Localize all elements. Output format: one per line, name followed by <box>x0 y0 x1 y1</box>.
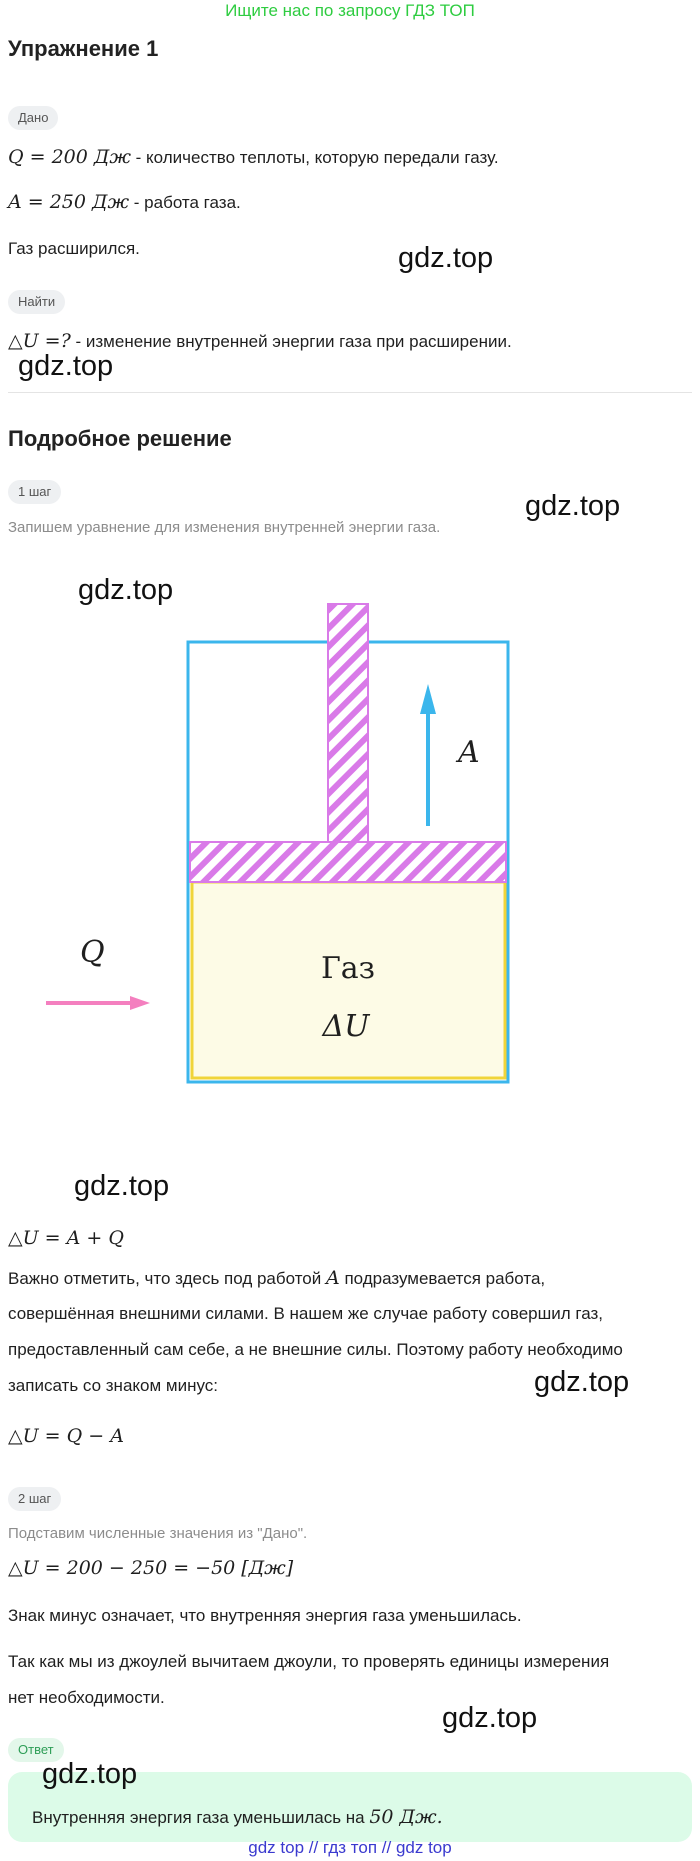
solution-title: Подробное решение <box>8 426 232 451</box>
step2-p1: Знак минус означает, что внутренняя энер… <box>8 1606 522 1625</box>
watermark: gdz.top <box>534 1366 630 1398</box>
search-hint-link[interactable]: Ищите нас по запросу ГДЗ ТОП <box>225 1 475 20</box>
step1-p2: совершённая внешними силами. В нашем же … <box>8 1304 604 1323</box>
given-line-3: Газ расширился. <box>8 239 140 258</box>
step1-p4: записать со знаком минус: <box>8 1376 219 1395</box>
exercise-title: Упражнение 1 <box>8 36 159 61</box>
gas-region <box>190 880 507 1080</box>
heat-arrow-head <box>130 996 150 1010</box>
find-text: - изменение внутренней энергии газа при … <box>70 332 512 351</box>
given-a-formula: A = 250 Дж <box>8 191 130 213</box>
given-line-1: Q = 200 Дж - количество теплоты, которую… <box>8 145 499 170</box>
piston-diagram: A Q Газ ΔU <box>46 603 510 1084</box>
given-a-text: - работа газа. <box>129 193 241 212</box>
step2-intro: Подставим численные значения из "Дано". <box>8 1525 308 1542</box>
find-line: △U =? - изменение внутренней энергии газ… <box>8 329 512 354</box>
answer-box <box>8 1772 692 1842</box>
heat-label: Q <box>80 935 105 970</box>
eq-delta-u-numeric: △U = 200 − 250 = −50 [Дж] <box>8 1557 294 1579</box>
answer-text: Внутренняя энергия газа уменьшилась на 5… <box>32 1806 443 1828</box>
step2-p2: Так как мы из джоулей вычитаем джоули, т… <box>8 1652 610 1671</box>
work-label: A <box>455 735 480 770</box>
given-line-2: A = 250 Дж - работа газа. <box>8 190 241 215</box>
step1-p1: Важно отметить, что здесь под работой A … <box>8 1267 546 1289</box>
find-tag: Найти <box>8 290 66 314</box>
step2-tag: 2 шаг <box>8 1487 62 1511</box>
energy-label: ΔU <box>322 1009 372 1044</box>
eq-delta-u-diff: △U = Q − A <box>8 1425 124 1447</box>
watermark: gdz.top <box>74 1170 170 1202</box>
given-q-formula: Q = 200 Дж <box>8 146 131 168</box>
given-q-text: - количество теплоты, которую передали г… <box>130 148 499 167</box>
piston-plate <box>189 841 507 883</box>
step2-p3: нет необходимости. <box>8 1688 165 1707</box>
watermark: gdz.top <box>42 1758 138 1790</box>
step1-tag: 1 шаг <box>8 480 62 504</box>
watermark: gdz.top <box>525 490 621 522</box>
step1-p3: предоставленный сам себе, а не внешние с… <box>8 1340 623 1359</box>
find-formula: △U =? <box>8 330 71 352</box>
section-divider <box>8 392 692 393</box>
watermark: gdz.top <box>78 574 174 606</box>
watermark: gdz.top <box>18 350 114 382</box>
piston-rod <box>327 603 369 843</box>
step1-intro: Запишем уравнение для изменения внутренн… <box>8 519 441 536</box>
gas-label: Газ <box>321 951 375 986</box>
given-tag: Дано <box>8 106 59 130</box>
work-arrow-head <box>420 684 436 714</box>
answer-tag: Ответ <box>8 1738 64 1762</box>
watermark: gdz.top <box>442 1702 538 1734</box>
eq-delta-u-sum: △U = A + Q <box>8 1227 124 1249</box>
footer-links[interactable]: gdz top // гдз топ // gdz top <box>248 1838 452 1857</box>
watermark: gdz.top <box>398 242 494 274</box>
